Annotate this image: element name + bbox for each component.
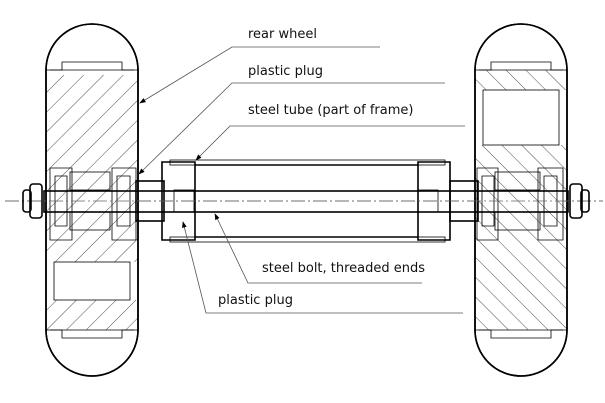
label-text: steel bolt, threaded ends <box>262 261 425 276</box>
right-rear-wheel <box>474 23 568 377</box>
label-text: steel tube (part of frame) <box>248 103 413 118</box>
left-nut <box>29 183 43 219</box>
left-rear-wheel <box>45 23 139 377</box>
label-steel-tube: steel tube (part of frame) <box>195 103 465 161</box>
steel-bolt <box>5 183 603 219</box>
label-plastic-plug-top: plastic plug <box>138 64 445 175</box>
right-nut <box>569 183 583 219</box>
label-text: plastic plug <box>218 293 293 308</box>
label-rear-wheel: rear wheel <box>139 27 380 104</box>
steel-tube <box>161 159 451 243</box>
label-text: rear wheel <box>248 27 317 42</box>
label-plastic-plug-bottom: plastic plug <box>182 221 463 314</box>
label-steel-bolt: steel bolt, threaded ends <box>214 213 425 284</box>
label-text: plastic plug <box>248 64 323 79</box>
